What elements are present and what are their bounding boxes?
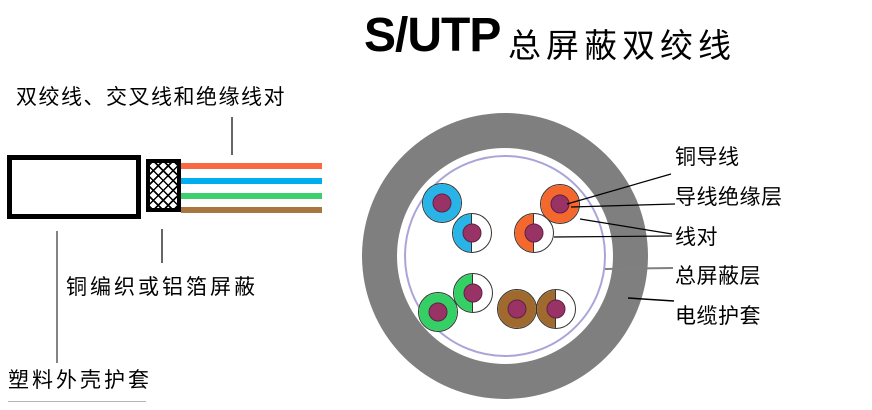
sheath-label: 电缆护套 xyxy=(675,305,761,328)
copper-conductor xyxy=(463,283,483,303)
copper-conductor xyxy=(432,193,452,213)
copper-conductor xyxy=(524,223,544,243)
wire-orange xyxy=(181,163,322,169)
jacket-label-underline xyxy=(8,401,146,402)
pair-label: 线对 xyxy=(675,226,718,249)
copper-conductor xyxy=(428,302,448,322)
copper-conductor xyxy=(550,194,570,214)
overall-shield-label: 总屏蔽层 xyxy=(675,265,761,288)
pair-wire-orange-striped xyxy=(514,213,554,253)
pair-wire-blue-striped xyxy=(452,213,492,253)
copper-conductor xyxy=(546,299,566,319)
insulation-label: 导线绝缘层 xyxy=(675,186,783,209)
pairs-label: 双绞线、交叉线和绝缘线对 xyxy=(16,86,286,109)
conductor-label: 铜导线 xyxy=(675,146,740,169)
pair-wire-brown-striped xyxy=(536,289,576,329)
copper-conductor xyxy=(507,299,527,319)
cable-jacket xyxy=(7,155,141,219)
title-main: S/UTP xyxy=(364,9,501,62)
wire-brown xyxy=(181,207,322,213)
jacket-label: 塑料外壳护套 xyxy=(8,369,152,392)
copper-conductor xyxy=(462,223,482,243)
pair-wire-green-striped xyxy=(453,273,493,313)
braid-shield xyxy=(146,159,181,212)
wire-green xyxy=(181,193,322,199)
pair-wire-green-solid xyxy=(418,292,458,332)
title-subtitle: 总屏蔽双绞线 xyxy=(508,27,736,64)
shield-label: 铜编织或铝箔屏蔽 xyxy=(66,276,258,299)
wire-blue xyxy=(181,178,322,184)
pair-wire-brown-solid xyxy=(497,289,537,329)
